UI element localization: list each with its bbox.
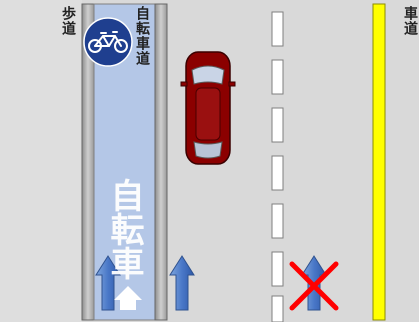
bicycle-lane-label-text: 自転車道 [134,6,150,66]
lane-painted-text: 自転車 [101,178,147,280]
sidewalk-label: 歩道 [60,6,76,36]
roadway-arrow [169,255,195,311]
bicycle-lane-label: 自転車道 [134,6,150,66]
sidewalk-area [0,0,82,322]
roadway-label: 車道 [402,6,418,36]
sidewalk-label-text: 歩道 [60,6,76,36]
curb-right [154,3,168,321]
bicycle-icon [88,31,128,53]
lane-marking-arrow [114,286,142,310]
bike-lane-arrow [95,255,121,311]
dashed-lane-line [271,11,284,322]
bicycle-sign [83,17,133,67]
lane-painted-text-value: 自転車 [104,178,144,280]
roadway-label-text: 車道 [402,6,418,36]
center-line [372,3,386,321]
cross-mark-icon [289,261,339,311]
car [180,51,236,165]
prohibited-arrow [289,255,339,311]
